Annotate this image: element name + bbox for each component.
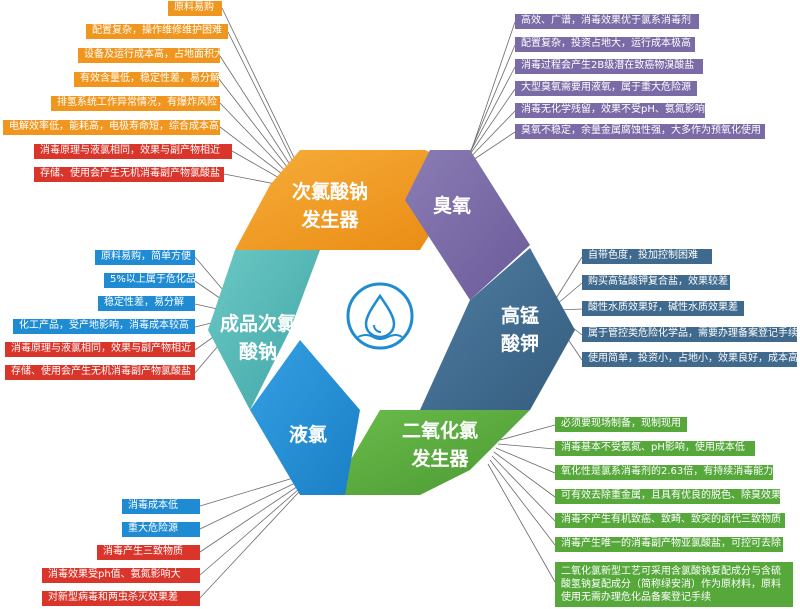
segment-label-chlorine-dioxide-2: 发生器 <box>410 447 469 470</box>
note-permanganate: 使用简单，投资小，占地小，效果良好，成本高 <box>582 352 797 367</box>
note-hypochlorite-product: 化工产品，受产地影响，消毒成本较高 <box>13 319 195 334</box>
note-ozone: 高效、广谱，消毒效果优于氯系消毒剂 <box>515 14 699 29</box>
note-liquid-chlorine: 消毒产生三致物质 <box>97 545 200 560</box>
note-hypochlorite-product: 稳定性差，易分解 <box>98 296 195 311</box>
note-hypochlorite-generator: 消毒原理与液氯相同，效果与副产物相近 <box>34 144 232 159</box>
note-chlorine-dioxide: 氧化性是氯系消毒剂的2.63倍，有持续消毒能力 <box>555 465 773 480</box>
segment-label-hypochlorite-generator-2: 发生器 <box>300 208 359 231</box>
segment-label-chlorine-dioxide-1: 二氧化氯 <box>402 419 478 442</box>
note-permanganate: 酸性水质效果好，碱性水质效果差 <box>582 301 744 316</box>
note-chlorine-dioxide: 消毒不产生有机致癌、致畸、致突的卤代三致物质 <box>555 513 785 528</box>
segment-label-permanganate-1: 高锰 <box>501 304 539 327</box>
note-hypochlorite-generator: 设备及运行成本高，占地面积大 <box>78 48 220 63</box>
segment-chlorine-dioxide <box>330 410 530 495</box>
note-hypochlorite-generator: 存储、使用会产生无机消毒副产物氯酸盐 <box>34 167 224 182</box>
note-liquid-chlorine: 消毒效果受ph值、氨氮影响大 <box>42 568 200 583</box>
note-ozone: 配置复杂，投资占地大，运行成本极高 <box>515 37 695 52</box>
note-hypochlorite-generator: 配置复杂，操作维修维护困难 <box>86 24 228 39</box>
segment-label-hypochlorite-product-2: 酸钠 <box>239 340 277 363</box>
note-hypochlorite-generator: 有效含量低，稳定性差，易分解 <box>74 72 219 87</box>
note-ozone: 消毒过程会产生2B级潜在致癌物溴酸盐 <box>515 59 703 74</box>
segment-hypochlorite-product <box>208 250 320 410</box>
note-hypochlorite-product: 存储、使用会产生无机消毒副产物氯酸盐 <box>5 365 195 380</box>
note-permanganate: 自带色度，投加控制困难 <box>582 249 712 264</box>
note-liquid-chlorine: 对新型病毒和两虫杀灭效果差 <box>42 591 200 606</box>
note-permanganate: 属于管控类危险化学品，需要办理备案登记手续 <box>582 327 797 342</box>
note-hypochlorite-generator: 排氢系统工作异常情况，有爆炸风险 <box>51 96 220 111</box>
segment-liquid-chlorine <box>250 340 360 495</box>
segment-permanganate <box>420 248 575 410</box>
segment-label-liquid-chlorine: 液氯 <box>289 423 327 446</box>
segment-label-hypochlorite-product-1: 成品次氯 <box>220 312 296 335</box>
note-hypochlorite-product: 5%以上属于危化品 <box>104 273 195 288</box>
segment-label-permanganate-2: 酸钾 <box>501 332 539 355</box>
segment-hypochlorite-generator <box>235 150 470 250</box>
note-liquid-chlorine: 重大危险源 <box>122 522 200 537</box>
note-chlorine-dioxide: 二氧化氯新型工艺可采用含氯酸钠复配成分与含硫酸氢钠复配成分（简称绿安消）作为原材… <box>555 562 793 607</box>
note-hypochlorite-generator: 原料易购 <box>168 1 222 16</box>
segment-ozone <box>405 150 530 300</box>
segment-label-ozone: 臭氧 <box>433 194 471 217</box>
note-liquid-chlorine: 消毒成本低 <box>122 499 200 514</box>
segment-label-hypochlorite-generator-1: 次氯酸钠 <box>292 180 368 203</box>
note-chlorine-dioxide: 可有效去除重金属，且具有优良的脱色、除臭效果 <box>555 489 780 504</box>
note-chlorine-dioxide: 消毒产生唯一的消毒副产物亚氯酸盐，可控可去除 <box>555 537 783 552</box>
note-chlorine-dioxide: 消毒基本不受氨氮、pH影响，使用成本低 <box>555 441 755 456</box>
water-drop-icon <box>346 282 414 350</box>
note-hypochlorite-product: 原料易购，简单方便 <box>95 250 195 265</box>
note-permanganate: 购买高锰酸钾复合盐，效果较差 <box>582 275 730 290</box>
note-ozone: 消毒无化学残留，效果不受pH、氨氮影响 <box>515 103 705 118</box>
note-chlorine-dioxide: 必须要现场制备，现制现用 <box>555 417 687 432</box>
note-ozone: 大型臭氧需要用液氧，属于重大危险源 <box>515 81 697 96</box>
note-hypochlorite-product: 消毒原理与液氯相同，效果与副产物相近 <box>5 342 195 357</box>
note-hypochlorite-generator: 电解效率低，能耗高，电极寿命短，综合成本高 <box>3 120 220 135</box>
note-ozone: 臭氧不稳定，余量金属腐蚀性强，大多作为预氧化使用 <box>515 124 765 139</box>
